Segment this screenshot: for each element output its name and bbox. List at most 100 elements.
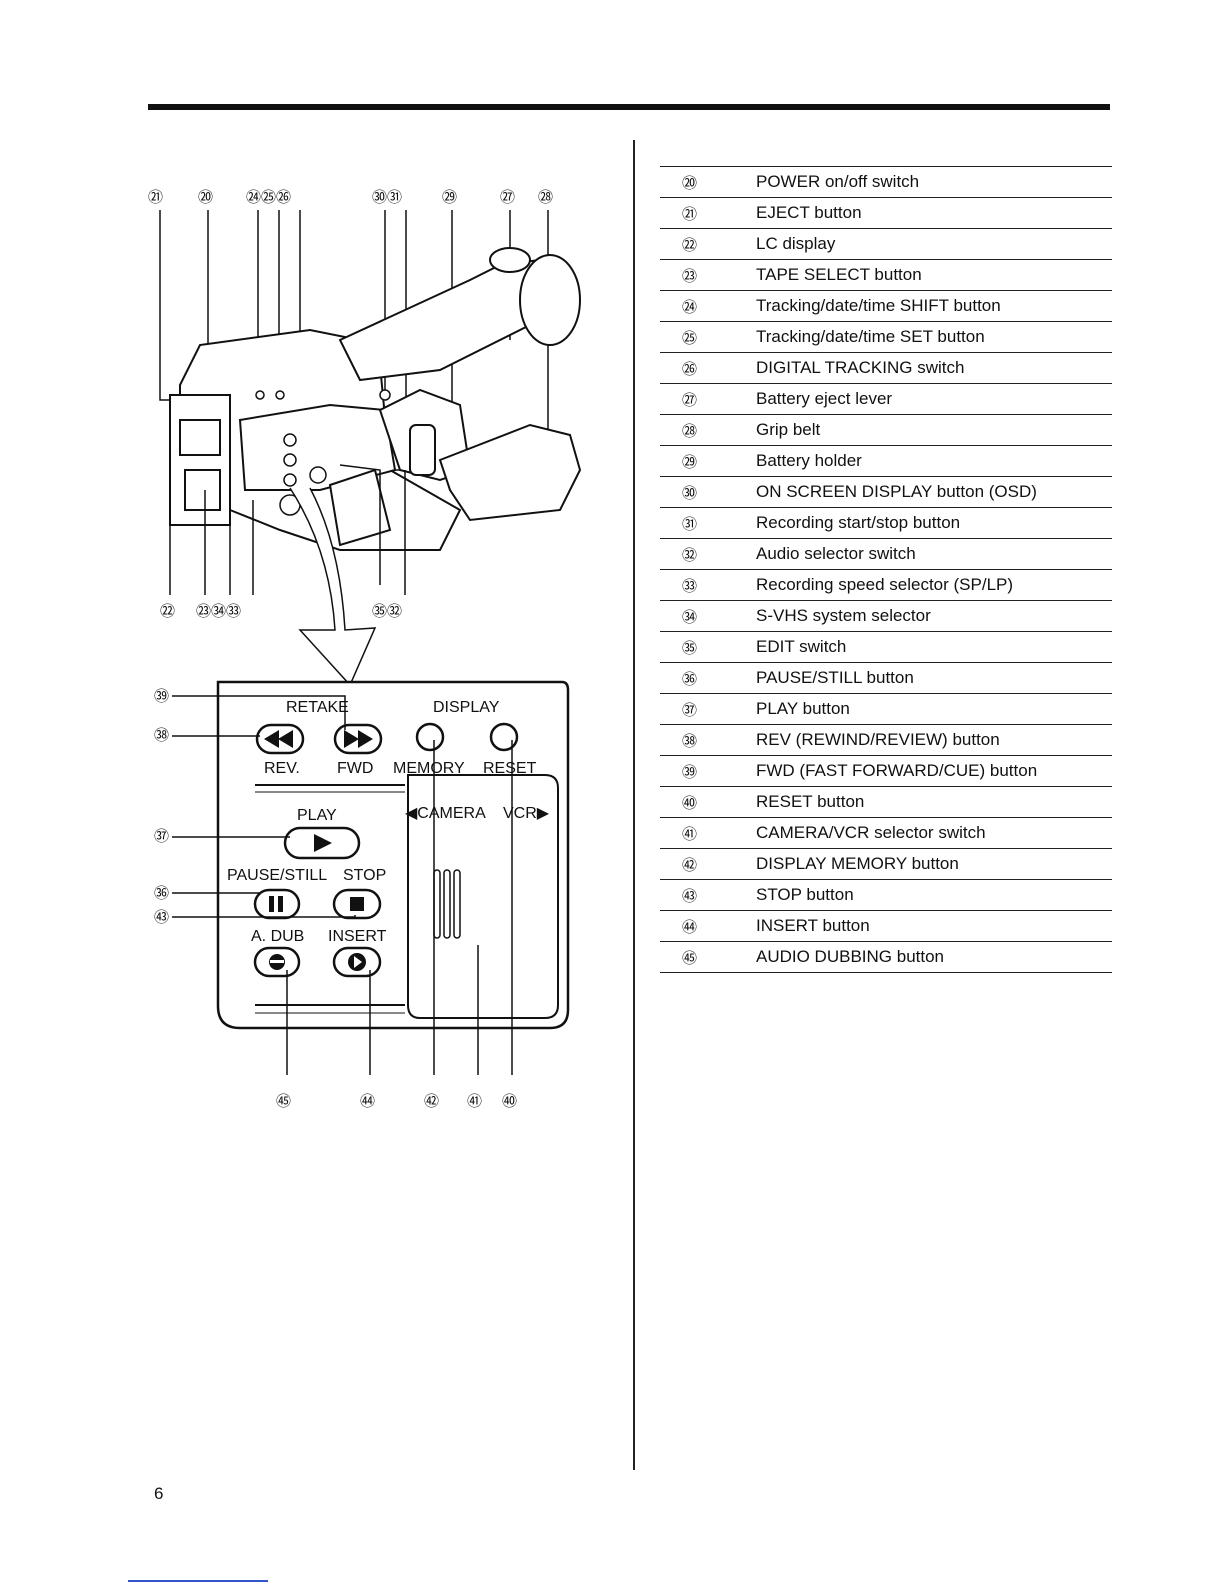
legend-number: ㉓ <box>682 267 698 285</box>
callout-36: ㊱ <box>154 884 169 902</box>
callout-22: ㉒ <box>160 602 175 620</box>
callout-45: ㊺ <box>276 1092 291 1110</box>
camcorder-illustration: ㉑ ⑳ ㉔㉕㉖ ㉚㉛ ㉙ ㉗ ㉘ <box>148 188 582 1110</box>
camcorder-diagram: ㉑ ⑳ ㉔㉕㉖ ㉚㉛ ㉙ ㉗ ㉘ <box>140 170 610 1120</box>
legend-number: ㉜ <box>682 546 698 564</box>
legend-row: ㉙ Battery holder <box>660 445 1112 476</box>
reset-button <box>489 722 519 752</box>
legend-number: ㉒ <box>682 236 698 254</box>
legend-number: ㉟ <box>682 639 698 657</box>
legend-label: EJECT button <box>756 203 862 222</box>
callout-27: ㉗ <box>500 188 515 206</box>
label-camera: ◀CAMERA <box>405 805 486 822</box>
legend-label: PLAY button <box>756 699 850 718</box>
display-memory-button <box>415 722 445 752</box>
label-vcr: VCR▶ <box>503 805 550 822</box>
legend-row: ㉑ EJECT button <box>660 197 1112 228</box>
callout-37: ㊲ <box>154 827 169 845</box>
legend-label: STOP button <box>756 885 854 904</box>
legend-label: Tracking/date/time SHIFT button <box>756 296 1001 315</box>
legend-number: ㉔ <box>682 298 698 316</box>
label-a-dub: A. DUB <box>251 928 304 945</box>
label-rev: REV. <box>264 760 300 777</box>
legend-label: Recording speed selector (SP/LP) <box>756 575 1014 594</box>
legend-row: ㊳ REV (REWIND/REVIEW) button <box>660 724 1112 755</box>
label-retake: RETAKE <box>286 699 349 716</box>
legend-number: ㊸ <box>682 887 698 905</box>
callout-20: ⑳ <box>198 188 213 206</box>
legend-label: CAMERA/VCR selector switch <box>756 823 986 842</box>
legend-label: Tracking/date/time SET button <box>756 327 985 346</box>
leader-lines-bottom <box>169 450 406 595</box>
legend-label: REV (REWIND/REVIEW) button <box>756 730 1000 749</box>
label-reset: RESET <box>483 760 537 777</box>
legend-label: DISPLAY MEMORY button <box>756 854 959 873</box>
callout-39: ㊴ <box>154 687 169 705</box>
legend-label: INSERT button <box>756 916 870 935</box>
rewind-icon <box>264 730 293 748</box>
stop-icon <box>350 897 364 911</box>
legend-row: ㉒ LC display <box>660 228 1112 259</box>
play-icon <box>314 834 332 852</box>
legend-row: ⑳ POWER on/off switch <box>660 166 1112 197</box>
legend-label: TAPE SELECT button <box>756 265 922 284</box>
legend-number: ㊱ <box>682 670 698 688</box>
callout-29: ㉙ <box>442 188 457 206</box>
callout-42: ㊷ <box>424 1092 439 1110</box>
legend-number: ㉙ <box>682 453 698 471</box>
legend-row: ㊲ PLAY button <box>660 693 1112 724</box>
legend-label: ON SCREEN DISPLAY button (OSD) <box>756 482 1037 501</box>
parts-legend: ⑳ POWER on/off switch ㉑ EJECT button ㉒ LC d… <box>660 166 1112 973</box>
camcorder-body <box>169 247 582 551</box>
callout-43: ㊸ <box>154 908 169 926</box>
legend-number: ⑳ <box>682 174 698 192</box>
legend-row: ㊵ RESET button <box>660 786 1112 817</box>
legend-label: POWER on/off switch <box>756 172 920 191</box>
legend-label: AUDIO DUBBING button <box>756 947 945 966</box>
legend-number: ㊶ <box>682 825 698 843</box>
pause-still-button <box>253 888 301 920</box>
legend-number: ㊴ <box>682 763 698 781</box>
legend-row: ㉓ TAPE SELECT button <box>660 259 1112 290</box>
callout-21: ㉑ <box>148 188 163 206</box>
legend-number: ㊵ <box>682 794 698 812</box>
legend-label: Recording start/stop button <box>756 513 961 532</box>
legend-label: EDIT switch <box>756 637 847 656</box>
label-display: DISPLAY <box>433 699 500 716</box>
legend-label: RESET button <box>756 792 865 811</box>
legend-row: ㉝ Recording speed selector (SP/LP) <box>660 569 1112 600</box>
legend-label: LC display <box>756 234 836 253</box>
legend-row: ㊷ DISPLAY MEMORY button <box>660 848 1112 879</box>
callout-41: ㊶ <box>467 1092 482 1110</box>
legend-label: Battery holder <box>756 451 862 470</box>
legend-number: ㉑ <box>682 205 698 223</box>
legend-number: ㉝ <box>682 577 698 595</box>
column-divider <box>633 140 635 1470</box>
legend-label: Battery eject lever <box>756 389 893 408</box>
callout-35-32: ㉟㉜ <box>372 602 402 620</box>
legend-row: ㉟ EDIT switch <box>660 631 1112 662</box>
legend-number: ㊳ <box>682 732 698 750</box>
page-number: 6 <box>154 1484 164 1503</box>
legend-row: ㊶ CAMERA/VCR selector switch <box>660 817 1112 848</box>
callout-23-34-33: ㉓㉞㉝ <box>196 602 241 620</box>
legend-number: ㊷ <box>682 856 698 874</box>
callout-40: ㊵ <box>502 1092 517 1110</box>
callout-44: ㊹ <box>360 1092 375 1110</box>
callout-38: ㊳ <box>154 726 169 744</box>
pause-icon-right <box>278 896 283 912</box>
dub-icon-bar <box>270 960 284 963</box>
camcorder-buttons <box>255 389 391 516</box>
legend-number: ㉚ <box>682 484 698 502</box>
label-play: PLAY <box>297 807 337 824</box>
legend-number: ㉘ <box>682 422 698 440</box>
legend-number: ㊲ <box>682 701 698 719</box>
label-memory: MEMORY <box>393 760 465 777</box>
callout-24-25-26: ㉔㉕㉖ <box>246 188 291 206</box>
